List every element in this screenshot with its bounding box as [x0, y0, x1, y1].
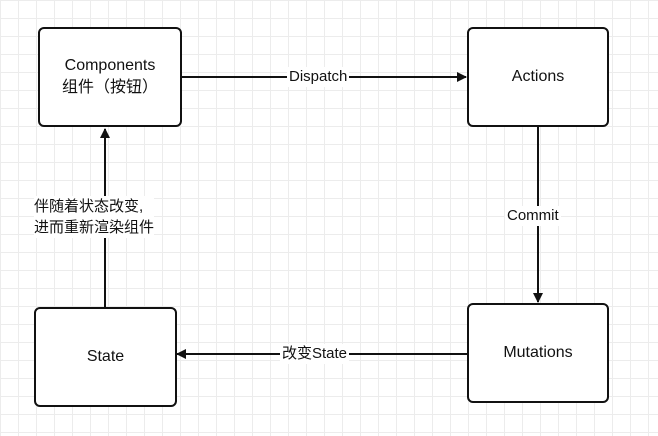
mutations-node: Mutations	[467, 303, 609, 403]
components-node-subtitle: 组件（按钮）	[61, 79, 158, 96]
rerender-note-line2: 进而重新渲染组件	[34, 219, 155, 236]
rerender-note: 伴随着状态改变, 进而重新渲染组件	[34, 196, 155, 238]
actions-node-label: Actions	[511, 68, 565, 85]
components-node: Components 组件（按钮）	[38, 27, 182, 127]
dispatch-label: Dispatch	[287, 67, 350, 87]
mutations-node-label: Mutations	[503, 344, 573, 361]
change-state-label: 改变State	[280, 344, 350, 364]
state-node: State	[34, 307, 177, 407]
components-node-title: Components	[64, 57, 156, 74]
rerender-note-line1: 伴随着状态改变,	[34, 198, 144, 215]
actions-node: Actions	[467, 27, 609, 127]
state-node-label: State	[86, 348, 125, 365]
commit-label: Commit	[505, 206, 561, 226]
